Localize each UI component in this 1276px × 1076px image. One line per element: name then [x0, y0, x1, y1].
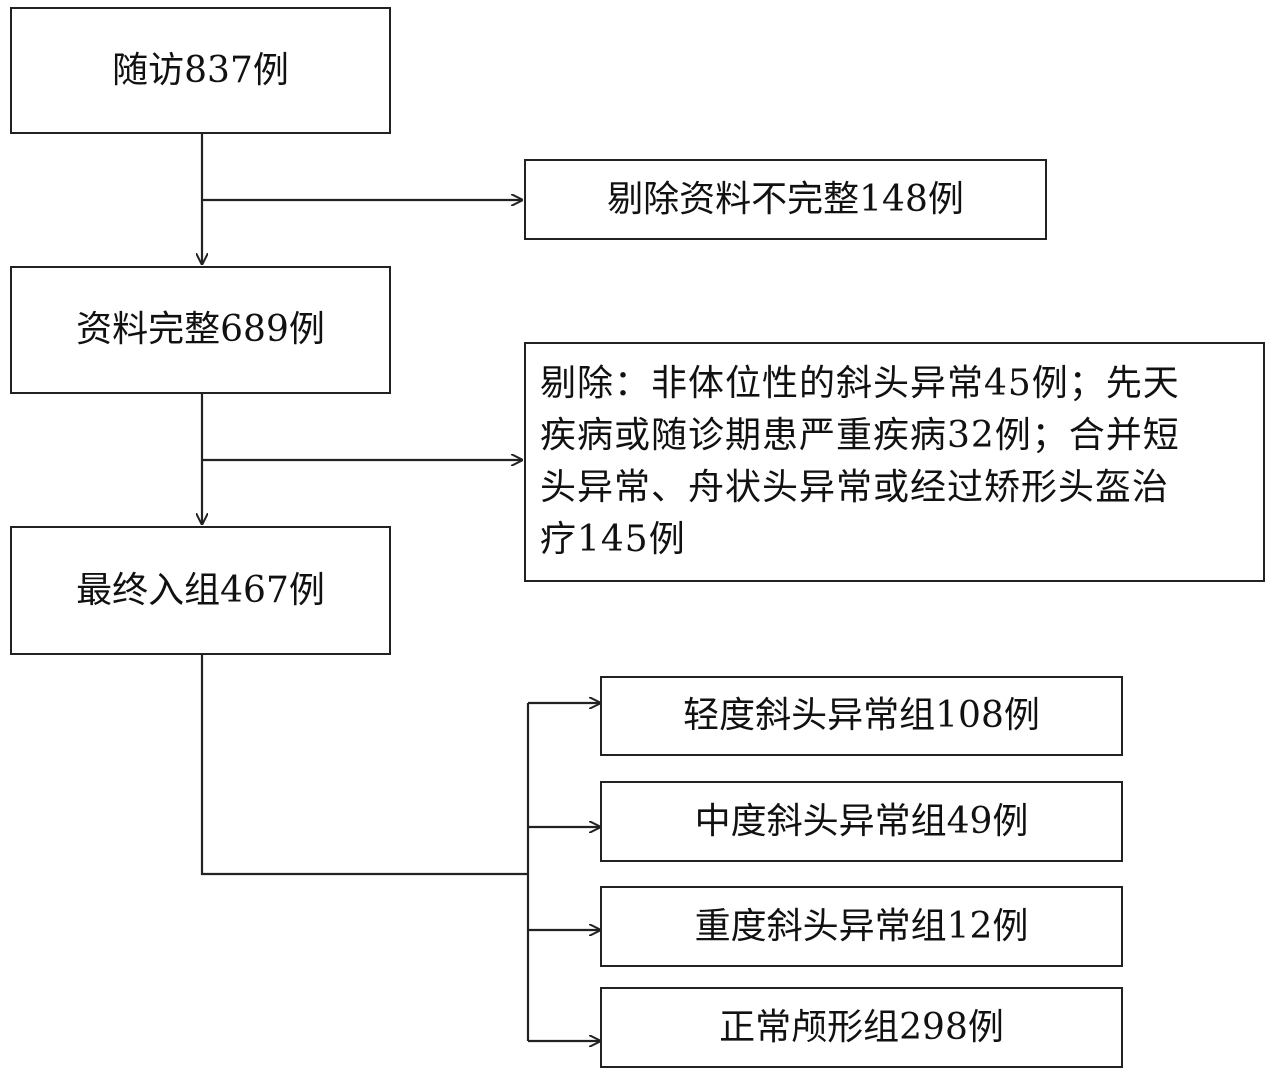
group-mild-label: 轻度斜头异常组108例 [683, 695, 1040, 737]
excluded-other-box: 剔除：非体位性的斜头异常45例；先天 疾病或随诊期患严重疾病32例；合并短 头异… [524, 342, 1265, 582]
group-normal-label: 正常颅形组298例 [719, 1006, 1004, 1048]
excluded-incomplete-label: 剔除资料不完整148例 [607, 178, 964, 220]
excluded-other-line: 疗145例 [540, 519, 686, 560]
group-severe-box: 重度斜头异常组12例 [600, 886, 1123, 967]
complete-data-box: 资料完整689例 [10, 266, 391, 394]
connector-final-to-groups [200, 655, 528, 876]
final-enrolled-label: 最终入组467例 [76, 569, 325, 611]
followup-box: 随访837例 [10, 7, 391, 134]
excluded-other-line: 剔除：非体位性的斜头异常45例；先天 [540, 363, 1180, 404]
group-severe-label: 重度斜头异常组12例 [694, 905, 1029, 947]
followup-label: 随访837例 [112, 49, 289, 91]
final-enrolled-box: 最终入组467例 [10, 526, 391, 655]
excluded-other-line: 头异常、舟状头异常或经过矫形头盔治 [540, 467, 1170, 508]
group-moderate-box: 中度斜头异常组49例 [600, 781, 1123, 862]
excluded-other-line: 疾病或随诊期患严重疾病32例；合并短 [540, 415, 1180, 456]
complete-data-label: 资料完整689例 [76, 309, 325, 351]
group-normal-box: 正常颅形组298例 [600, 987, 1123, 1068]
group-moderate-label: 中度斜头异常组49例 [694, 800, 1029, 842]
excluded-incomplete-box: 剔除资料不完整148例 [524, 159, 1047, 240]
excluded-other-text: 剔除：非体位性的斜头异常45例；先天 疾病或随诊期患严重疾病32例；合并短 头异… [526, 344, 1190, 566]
group-mild-box: 轻度斜头异常组108例 [600, 676, 1123, 756]
